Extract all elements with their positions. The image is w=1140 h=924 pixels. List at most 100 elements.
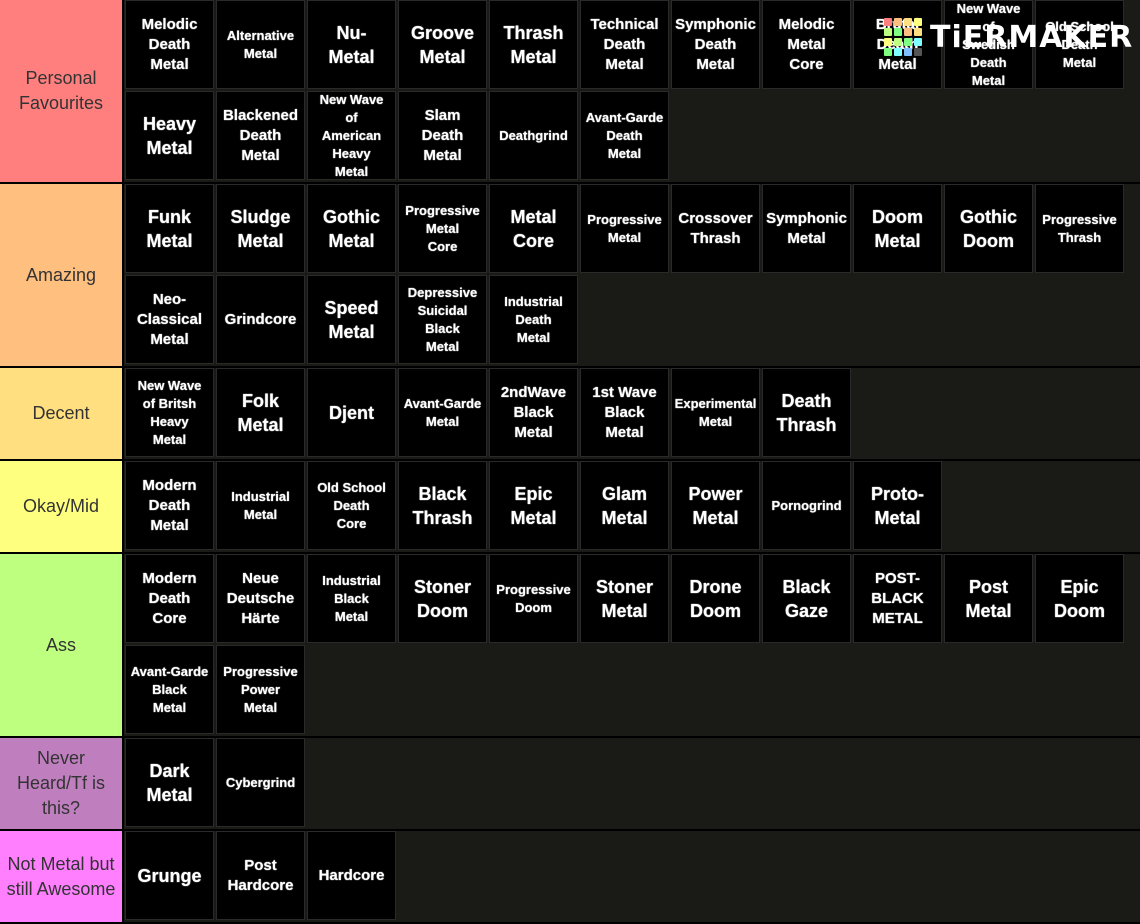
tier-item[interactable]: New Wave of American Heavy Metal bbox=[307, 91, 396, 180]
tier-item[interactable]: POST- BLACK METAL bbox=[853, 554, 942, 643]
tier-item[interactable]: Technical Death Metal bbox=[580, 0, 669, 89]
tier-item[interactable]: Gothic Doom bbox=[944, 184, 1033, 273]
tier-item[interactable]: Blackened Death Metal bbox=[216, 91, 305, 180]
tier-item[interactable]: Avant-Garde Metal bbox=[398, 368, 487, 457]
logo-cell bbox=[894, 28, 902, 36]
tier-item[interactable]: Symphonic Metal bbox=[762, 184, 851, 273]
tier-label[interactable]: Okay/Mid bbox=[0, 461, 124, 552]
tier-item[interactable]: Power Metal bbox=[671, 461, 760, 550]
logo-cell bbox=[894, 38, 902, 46]
tier-label[interactable]: Never Heard/Tf is this? bbox=[0, 738, 124, 829]
tier-item[interactable]: Modern Death Core bbox=[125, 554, 214, 643]
tier-item[interactable]: Deathgrind bbox=[489, 91, 578, 180]
logo-cell bbox=[884, 48, 892, 56]
tier-item[interactable]: Grunge bbox=[125, 831, 214, 920]
tier-item[interactable]: Avant-Garde Black Metal bbox=[125, 645, 214, 734]
tier-item[interactable]: Hardcore bbox=[307, 831, 396, 920]
tiermaker-logo: TiERMAKER bbox=[884, 18, 1133, 56]
tier-item[interactable]: Pornogrind bbox=[762, 461, 851, 550]
tier-item[interactable]: Heavy Metal bbox=[125, 91, 214, 180]
tier-item[interactable]: Industrial Death Metal bbox=[489, 275, 578, 364]
tier-item[interactable]: Progressive Metal bbox=[580, 184, 669, 273]
tier-item[interactable]: Slam Death Metal bbox=[398, 91, 487, 180]
logo-cell bbox=[904, 18, 912, 26]
tier-item[interactable]: Industrial Metal bbox=[216, 461, 305, 550]
logo-cell bbox=[914, 28, 922, 36]
logo-cell bbox=[884, 18, 892, 26]
tier-item[interactable]: Avant-Garde Death Metal bbox=[580, 91, 669, 180]
tier-item[interactable]: Epic Doom bbox=[1035, 554, 1124, 643]
tier-item[interactable]: Post Metal bbox=[944, 554, 1033, 643]
tier-item[interactable]: Industrial Black Metal bbox=[307, 554, 396, 643]
tier-item[interactable]: Black Gaze bbox=[762, 554, 851, 643]
tier-item[interactable]: Alternative Metal bbox=[216, 0, 305, 89]
tier-item[interactable]: Stoner Doom bbox=[398, 554, 487, 643]
tier-item[interactable]: Melodic Metal Core bbox=[762, 0, 851, 89]
tier-item[interactable]: Metal Core bbox=[489, 184, 578, 273]
tier-item[interactable]: Glam Metal bbox=[580, 461, 669, 550]
tier-item[interactable]: Crossover Thrash bbox=[671, 184, 760, 273]
tier-item[interactable]: Old School Death Metal bbox=[1035, 0, 1124, 89]
tier-label[interactable]: Amazing bbox=[0, 184, 124, 366]
tier-item[interactable]: Groove Metal bbox=[398, 0, 487, 89]
tier-item[interactable]: Depressive Suicidal Black Metal bbox=[398, 275, 487, 364]
tier-item[interactable]: Progressive Power Metal bbox=[216, 645, 305, 734]
tier-item[interactable]: Djent bbox=[307, 368, 396, 457]
tier-label[interactable]: Ass bbox=[0, 554, 124, 736]
tier-item[interactable]: Doom Metal bbox=[853, 184, 942, 273]
logo-cell bbox=[884, 38, 892, 46]
logo-text: TiERMAKER bbox=[930, 19, 1134, 55]
tier-label[interactable]: Personal Favourites bbox=[0, 0, 124, 182]
logo-cell bbox=[904, 28, 912, 36]
tier-item[interactable]: Drone Doom bbox=[671, 554, 760, 643]
tier-item[interactable]: Funk Metal bbox=[125, 184, 214, 273]
tier-item[interactable]: Thrash Metal bbox=[489, 0, 578, 89]
tier-item[interactable]: New Wave of Britsh Heavy Metal bbox=[125, 368, 214, 457]
tier-item[interactable]: Experimental Metal bbox=[671, 368, 760, 457]
tier-item[interactable]: Neo- Classical Metal bbox=[125, 275, 214, 364]
tier-item[interactable]: Neue Deutsche Härte bbox=[216, 554, 305, 643]
tier-item[interactable]: Progressive Metal Core bbox=[398, 184, 487, 273]
tier-item[interactable]: Gothic Metal bbox=[307, 184, 396, 273]
tier-item[interactable]: Black Thrash bbox=[398, 461, 487, 550]
tier-item[interactable]: Sludge Metal bbox=[216, 184, 305, 273]
tier-item[interactable]: Symphonic Death Metal bbox=[671, 0, 760, 89]
tier-item[interactable]: Dark Metal bbox=[125, 738, 214, 827]
tier-item[interactable]: Cybergrind bbox=[216, 738, 305, 827]
tier-item[interactable]: Modern Death Metal bbox=[125, 461, 214, 550]
tier-item[interactable]: Epic Metal bbox=[489, 461, 578, 550]
tier-label[interactable]: Not Metal but still Awesome bbox=[0, 831, 124, 922]
tier-item[interactable]: Progressive Doom bbox=[489, 554, 578, 643]
tier-item[interactable]: Speed Metal bbox=[307, 275, 396, 364]
tier-item[interactable]: Post Hardcore bbox=[216, 831, 305, 920]
tier-item[interactable]: 2ndWave Black Metal bbox=[489, 368, 578, 457]
tier-item[interactable]: 1st Wave Black Metal bbox=[580, 368, 669, 457]
tier-item[interactable]: New Wave of Swedish Death Metal bbox=[944, 0, 1033, 89]
tier-label[interactable]: Decent bbox=[0, 368, 124, 459]
tier-item[interactable]: Death Thrash bbox=[762, 368, 851, 457]
tier-item[interactable]: Proto- Metal bbox=[853, 461, 942, 550]
tier-item[interactable]: Progressive Thrash bbox=[1035, 184, 1124, 273]
tier-item[interactable]: Old School Death Core bbox=[307, 461, 396, 550]
tier-item[interactable]: Nu- Metal bbox=[307, 0, 396, 89]
tier-item[interactable]: Stoner Metal bbox=[580, 554, 669, 643]
tier-item[interactable]: Folk Metal bbox=[216, 368, 305, 457]
logo-cell bbox=[914, 38, 922, 46]
tier-item[interactable]: Grindcore bbox=[216, 275, 305, 364]
tier-item[interactable]: Melodic Death Metal bbox=[125, 0, 214, 89]
